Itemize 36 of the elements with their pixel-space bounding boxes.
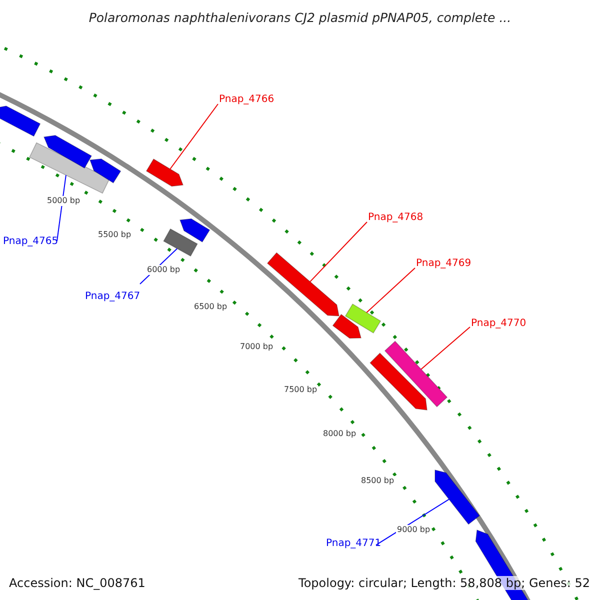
- leader-line: [376, 498, 450, 546]
- gene-feature: [146, 158, 184, 187]
- gene-feature: [43, 134, 92, 169]
- footer-note: Topology: circular; Length: 58,808 bp; Genes: 52: [298, 576, 590, 590]
- gene-label: Pnap_4768: [368, 213, 424, 223]
- tick-label: 6000 bp: [146, 265, 182, 275]
- gene-label: Pnap_4765: [3, 237, 58, 247]
- gene-feature: [332, 314, 362, 339]
- gene-bar: [28, 142, 110, 194]
- gene-feature: [89, 158, 122, 184]
- gene-feature: [179, 218, 210, 243]
- tick-label: 7000 bp: [239, 342, 274, 352]
- gene-label: Pnap_4770: [471, 319, 526, 329]
- gene-bar: [344, 303, 382, 334]
- gene-bar: [384, 340, 448, 408]
- tick-label: 9000 bp: [396, 525, 432, 535]
- gene-label: Pnap_4769: [416, 259, 472, 269]
- tick-label: 5500 bp: [97, 230, 132, 240]
- tick-label: 8500 bp: [360, 476, 396, 486]
- diagram-title: Polaromonas naphthalenivorans CJ2 plasmid pPNAP05, complete ...: [88, 12, 512, 24]
- gene-bar: [163, 228, 198, 257]
- gene-label: Pnap_4771: [326, 539, 382, 549]
- gene-label: Pnap_4766: [219, 95, 274, 105]
- footer-note: Accession: NC_008761: [9, 576, 146, 590]
- leader-line: [310, 222, 368, 282]
- gene-feature: [434, 469, 480, 525]
- gene-label: Pnap_4767: [85, 292, 140, 302]
- tick-label: 7500 bp: [283, 385, 318, 395]
- leader-line: [366, 268, 416, 314]
- gene-feature: [370, 352, 428, 410]
- gene-feature: [0, 106, 41, 137]
- gene-feature: [266, 252, 340, 316]
- tick-label: 5000 bp: [46, 196, 82, 206]
- leader-line: [170, 104, 218, 170]
- tick-label: 8000 bp: [322, 429, 358, 439]
- tick-label: 6500 bp: [193, 302, 228, 312]
